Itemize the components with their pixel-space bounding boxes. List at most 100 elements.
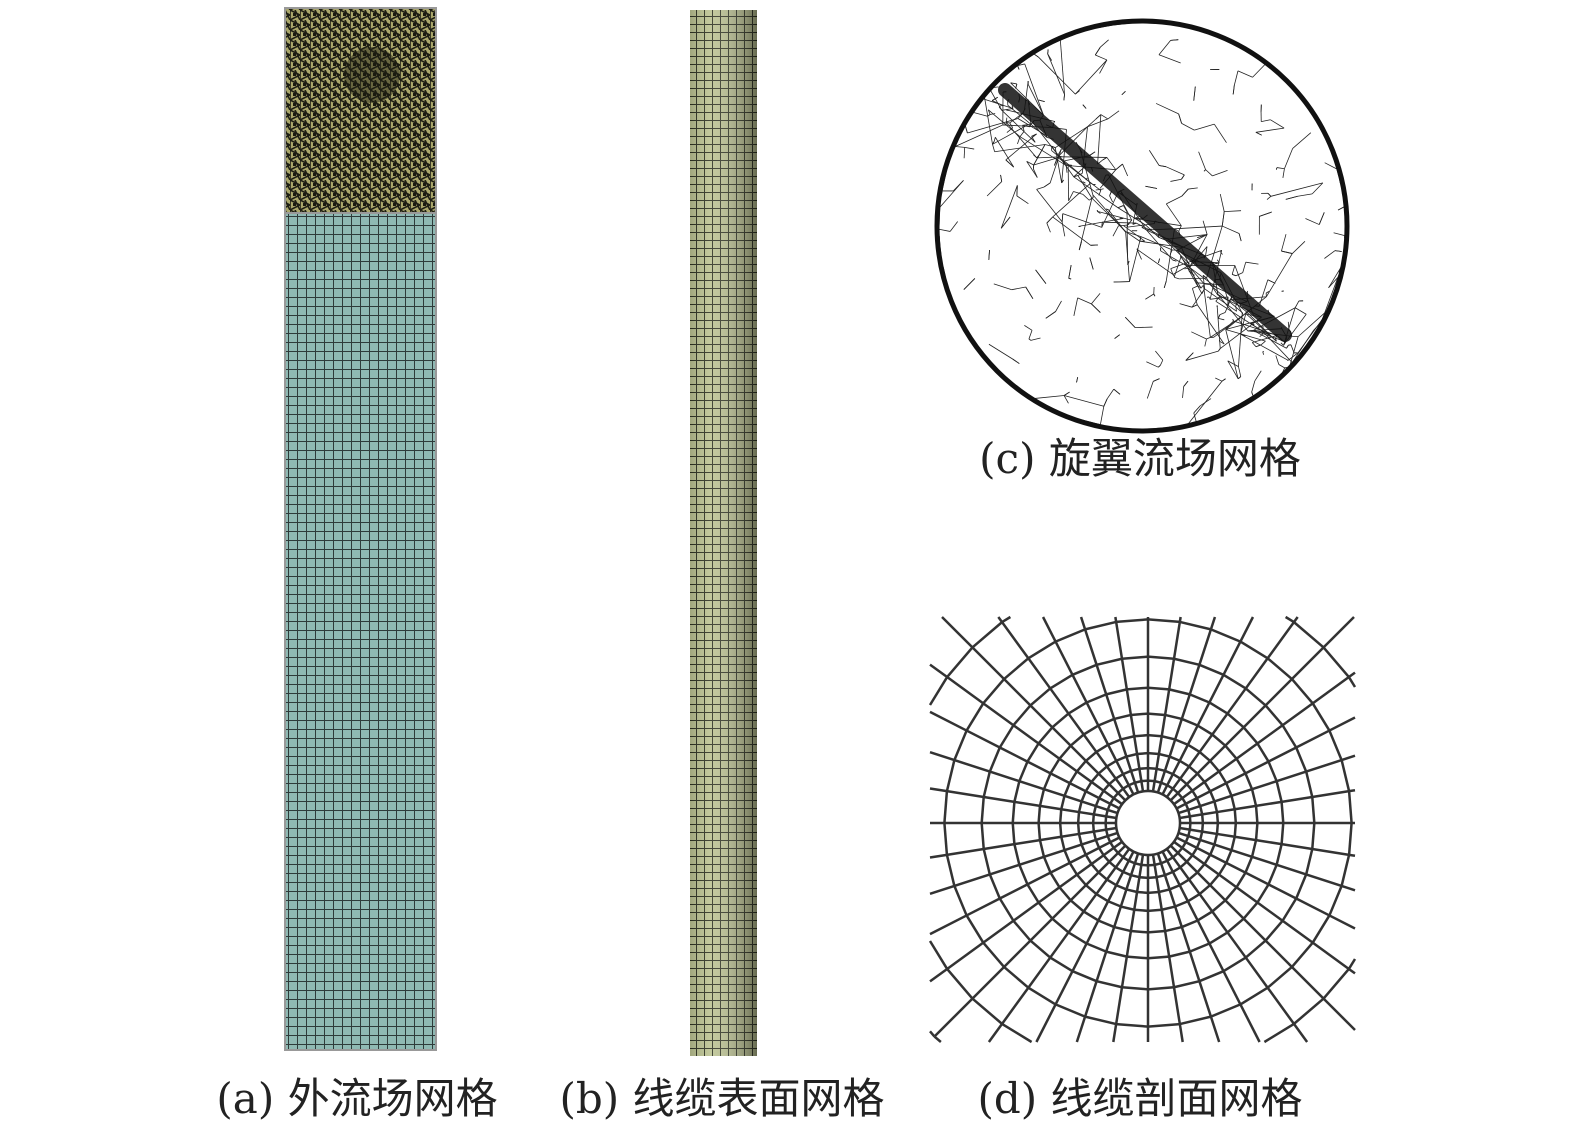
mesh-edge (1244, 856, 1254, 874)
mesh-edge (1105, 688, 1128, 696)
mesh-edge (1304, 848, 1314, 875)
mesh-edge (1220, 250, 1223, 253)
mesh-edge (1251, 380, 1256, 393)
mesh-edge (1198, 980, 1213, 1018)
mesh-edge (1348, 671, 1356, 679)
mesh-edge (929, 853, 948, 859)
mesh-edge (1201, 288, 1206, 294)
mesh-edge (1064, 395, 1104, 407)
mesh-edge (1120, 658, 1129, 690)
mesh-edge (1141, 226, 1145, 229)
mesh-edge (1264, 678, 1293, 707)
mesh-edge (1122, 787, 1131, 798)
mesh-edge (1281, 842, 1313, 851)
mesh-edge (1318, 212, 1325, 225)
mesh-edge (946, 941, 985, 970)
mesh-edge (1113, 718, 1123, 740)
mesh-edge (1122, 848, 1131, 859)
mesh-edge (1209, 1016, 1221, 1043)
mesh-edge (1157, 891, 1163, 910)
mesh-edge (1266, 966, 1293, 989)
mesh-edge (1117, 852, 1124, 859)
mesh-edge (1179, 777, 1188, 786)
mesh-edge (1157, 736, 1163, 755)
mesh-edge (1169, 249, 1173, 255)
mesh-edge (1000, 174, 1003, 182)
mesh-edge (1254, 805, 1259, 824)
mesh-edge (1054, 147, 1063, 183)
mesh-edge (1203, 854, 1212, 865)
mesh-edge (946, 968, 974, 1000)
outer-flow-mesh (284, 7, 437, 1051)
mesh-edge (1265, 291, 1270, 294)
mesh-edge (1036, 186, 1045, 190)
mesh-edge (1108, 783, 1119, 794)
mesh-edge (1097, 919, 1115, 929)
mesh-edge (1264, 704, 1284, 727)
mesh-edge (1238, 312, 1243, 367)
mesh-edge (1134, 216, 1140, 219)
mesh-edge (1055, 628, 1086, 643)
mesh-edge (1218, 348, 1221, 352)
mesh-edge (1090, 182, 1094, 186)
mesh-edge (992, 144, 996, 152)
mesh-edge (1058, 757, 1078, 773)
mesh-edge (1154, 862, 1162, 867)
mesh-edge (1211, 899, 1227, 913)
mesh-edge (963, 278, 976, 290)
mesh-edge (1196, 701, 1211, 727)
mesh-edge (1063, 849, 1071, 864)
mesh-edge (1244, 939, 1267, 959)
mesh-edge (1166, 195, 1183, 205)
mesh-edge (1115, 163, 1123, 170)
mesh-edge (1192, 288, 1198, 305)
mesh-edge (1001, 110, 1036, 143)
mesh-edge (1251, 780, 1278, 791)
mesh-edge (1009, 112, 1024, 124)
mesh-edge (1112, 840, 1123, 849)
mesh-edge (1128, 222, 1131, 225)
mesh-edge (1247, 329, 1254, 332)
mesh-edge (1122, 856, 1130, 862)
mesh-edge (1181, 846, 1194, 857)
mesh-edge (1093, 813, 1107, 818)
mesh-edge (994, 137, 1015, 168)
mesh-edge (1011, 822, 1016, 845)
mesh-edge (1181, 174, 1185, 180)
mesh-edge (1081, 838, 1097, 846)
mesh-edge (1026, 871, 1052, 886)
mesh-edge (1147, 863, 1155, 867)
mesh-edge (1297, 311, 1327, 337)
mesh-edge (1232, 85, 1235, 95)
mesh-edge (1203, 285, 1211, 338)
mesh-edge (1126, 888, 1138, 894)
mesh-edge (1187, 892, 1201, 903)
mesh-edge (1063, 395, 1069, 404)
mesh-edge (946, 676, 985, 705)
mesh-edge (1133, 736, 1139, 755)
mesh-edge (1266, 621, 1295, 660)
mesh-edge (1251, 342, 1257, 347)
mesh-edge (1120, 956, 1129, 988)
mesh-edge (1219, 312, 1226, 316)
mesh-edge (1145, 293, 1154, 300)
mesh-edge (941, 616, 974, 649)
mesh-edge (991, 96, 998, 101)
mesh-edge (1058, 873, 1078, 889)
mesh-edge (1105, 693, 1116, 720)
mesh-edge (1210, 296, 1229, 300)
mesh-edge (1012, 901, 1040, 922)
mesh-edge (1094, 839, 1101, 849)
mesh-edge (1167, 658, 1176, 690)
mesh-edge (1188, 187, 1198, 190)
mesh-edge (943, 822, 949, 855)
mesh-edge (953, 730, 968, 761)
mesh-edge (1231, 299, 1247, 312)
mesh-edge (971, 621, 1003, 649)
mesh-edge (1109, 836, 1121, 844)
mesh-edge (1179, 765, 1191, 780)
mesh-edge (1026, 161, 1034, 166)
mesh-edge (1003, 939, 1032, 968)
mesh-edge (1278, 364, 1285, 369)
